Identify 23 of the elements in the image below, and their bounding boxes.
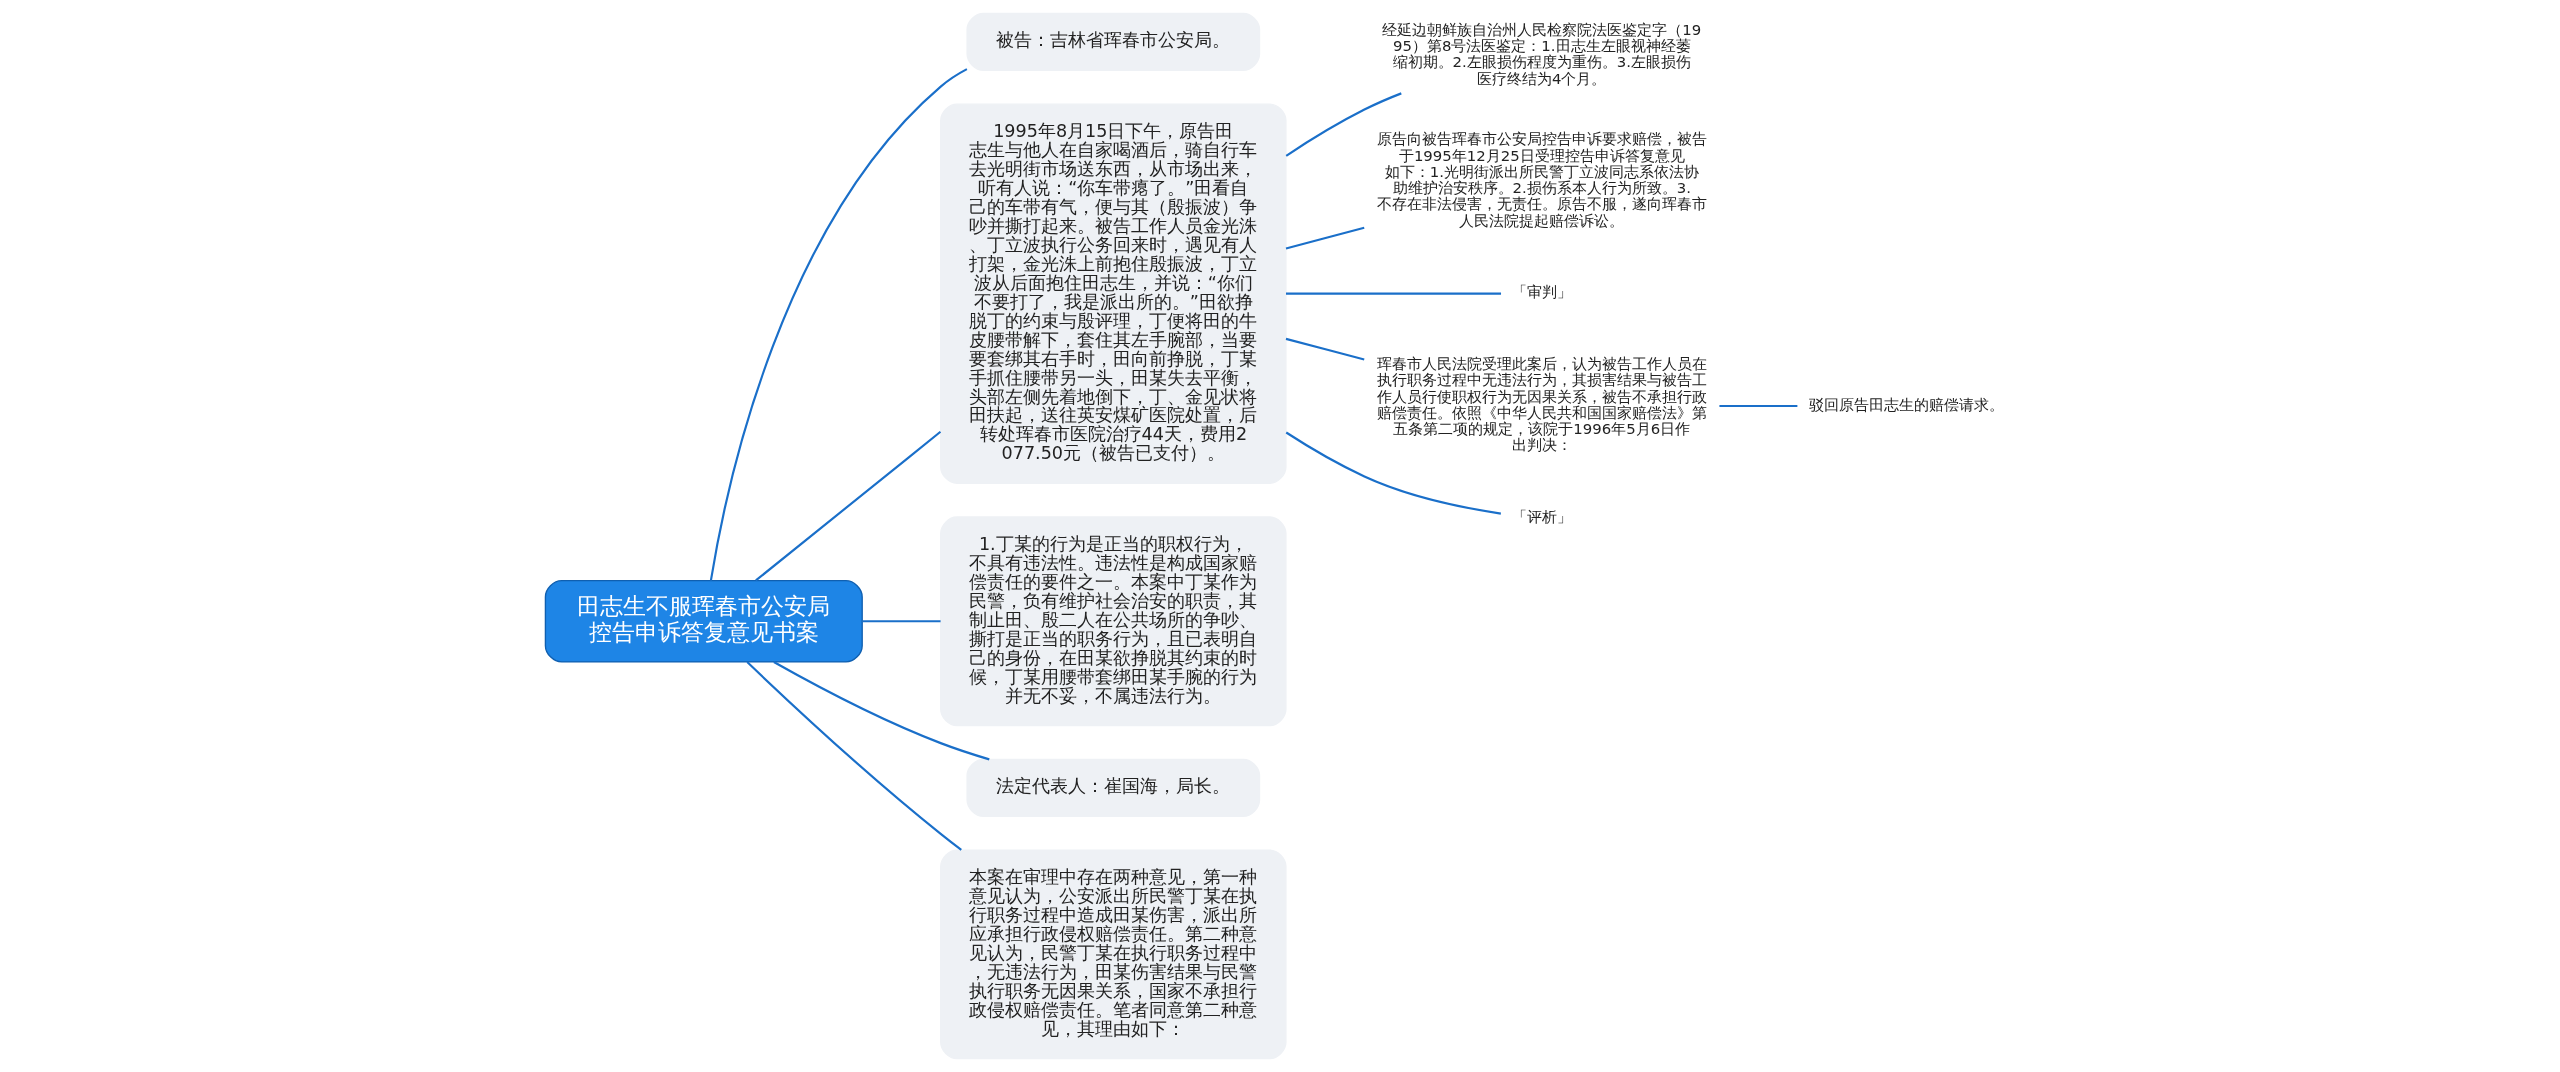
node-text: 「审判」 <box>1511 283 1572 302</box>
connector <box>861 620 941 623</box>
connector <box>1285 226 1364 250</box>
connector <box>754 430 941 582</box>
node-box: 1.丁某的行为是正当的职权行为，不具有违法性。违法性是构成国家赔偿责任的要件之一。本案中丁某作为民警，负有维护社会治安的职责，其制止田、殷二人在公共场所的争吵、撕打是正当的职务行为，且已表明自己的身份，在田某欲挣脱其约束的时候，丁某用腰带套绑田某手腕的行为并无不妥，不属违法行为。 <box>939 516 1287 727</box>
node-text: 原告向被告珲春市公安局控告申诉要求赔偿，被告于1995年12月25日受理控告申诉答复意见如下：1.光明街派出所民警丁立波同志系依法协助维护治安秩序。2.损伤系本人行为所致。3.不存在非法侵害，无责任。原告不服，遂向珲春市人民法院提起赔偿诉讼。 <box>1376 130 1707 230</box>
node-box: 法定代表人：崔国海，局长。 <box>965 758 1260 817</box>
node-text: 经延边朝鲜族自治州人民检察院法医鉴定字（1995）第8号法医鉴定：1.田志生左眼视神经萎缩初期。2.左眼损伤程度为重伤。3.左眼损伤医疗终结为4个月。 <box>1381 20 1701 88</box>
connector <box>1285 337 1364 361</box>
node-text: 驳回原告田志生的赔偿请求。 <box>1808 395 2004 414</box>
node-text: 「评析」 <box>1511 508 1572 527</box>
connector <box>709 68 967 581</box>
node-text: 珲春市人民法院受理此案后，认为被告工作人员在执行职务过程中无违法行为，其损害结果与被告工作人员行使职权行为无因果关系，被告不承担行政赔偿责任。依照《中华人民共和国国家赔偿法》第五条第二项的规定，该院于1996年5月6日作出判决： <box>1376 355 1707 455</box>
connector <box>1718 404 1797 408</box>
connector <box>1285 431 1501 515</box>
connector <box>1285 292 1501 295</box>
node-box: 本案在审理中存在两种意见，第一种意见认为，公安派出所民警丁某在执行职务过程中造成田某伤害，派出所应承担行政侵权赔偿责任。第二种意见认为，民警丁某在执行职务过程中，无违法行为，田某伤害结果与民警执行职务无因果关系，国家不承担行政侵权赔偿责任。笔者同意第二种意见，其理由如下： <box>939 849 1287 1060</box>
node-box: 田志生不服珲春市公安局控告申诉答复意见书案 <box>544 580 863 663</box>
node-box: 被告：吉林省珲春市公安局。 <box>965 12 1260 71</box>
connector <box>745 661 962 851</box>
connector <box>772 661 990 761</box>
node-box: 1995年8月15日下午，原告田志生与他人在自家喝酒后，骑自行车去光明街市场送东西，从市场出来，听有人说：“你车带瘪了。”田看自己的车带有气，便与其（殷振波）争吵并撕打起来。被告工作人员金光洙、丁立波执行公务回来时，遇见有人打架，金光洙上前抱住殷振波，丁立波从后面抱住田志生，并说：“你们不要打了，我是派出所的。”田欲挣脱丁的约束与殷评理，丁便将田的牛皮腰带解下，套住其左手腕部，当要要套绑其右手时，田向前挣脱，丁某手抓住腰带另一头，田某失去平衡，头部左侧先着地倒下，丁、金见状将田扶起，送往英安煤矿医院处置，后转处珲春市医院治疗44天，费用2077.50元（被告已支付）。 <box>939 103 1287 484</box>
connector <box>1285 92 1402 157</box>
